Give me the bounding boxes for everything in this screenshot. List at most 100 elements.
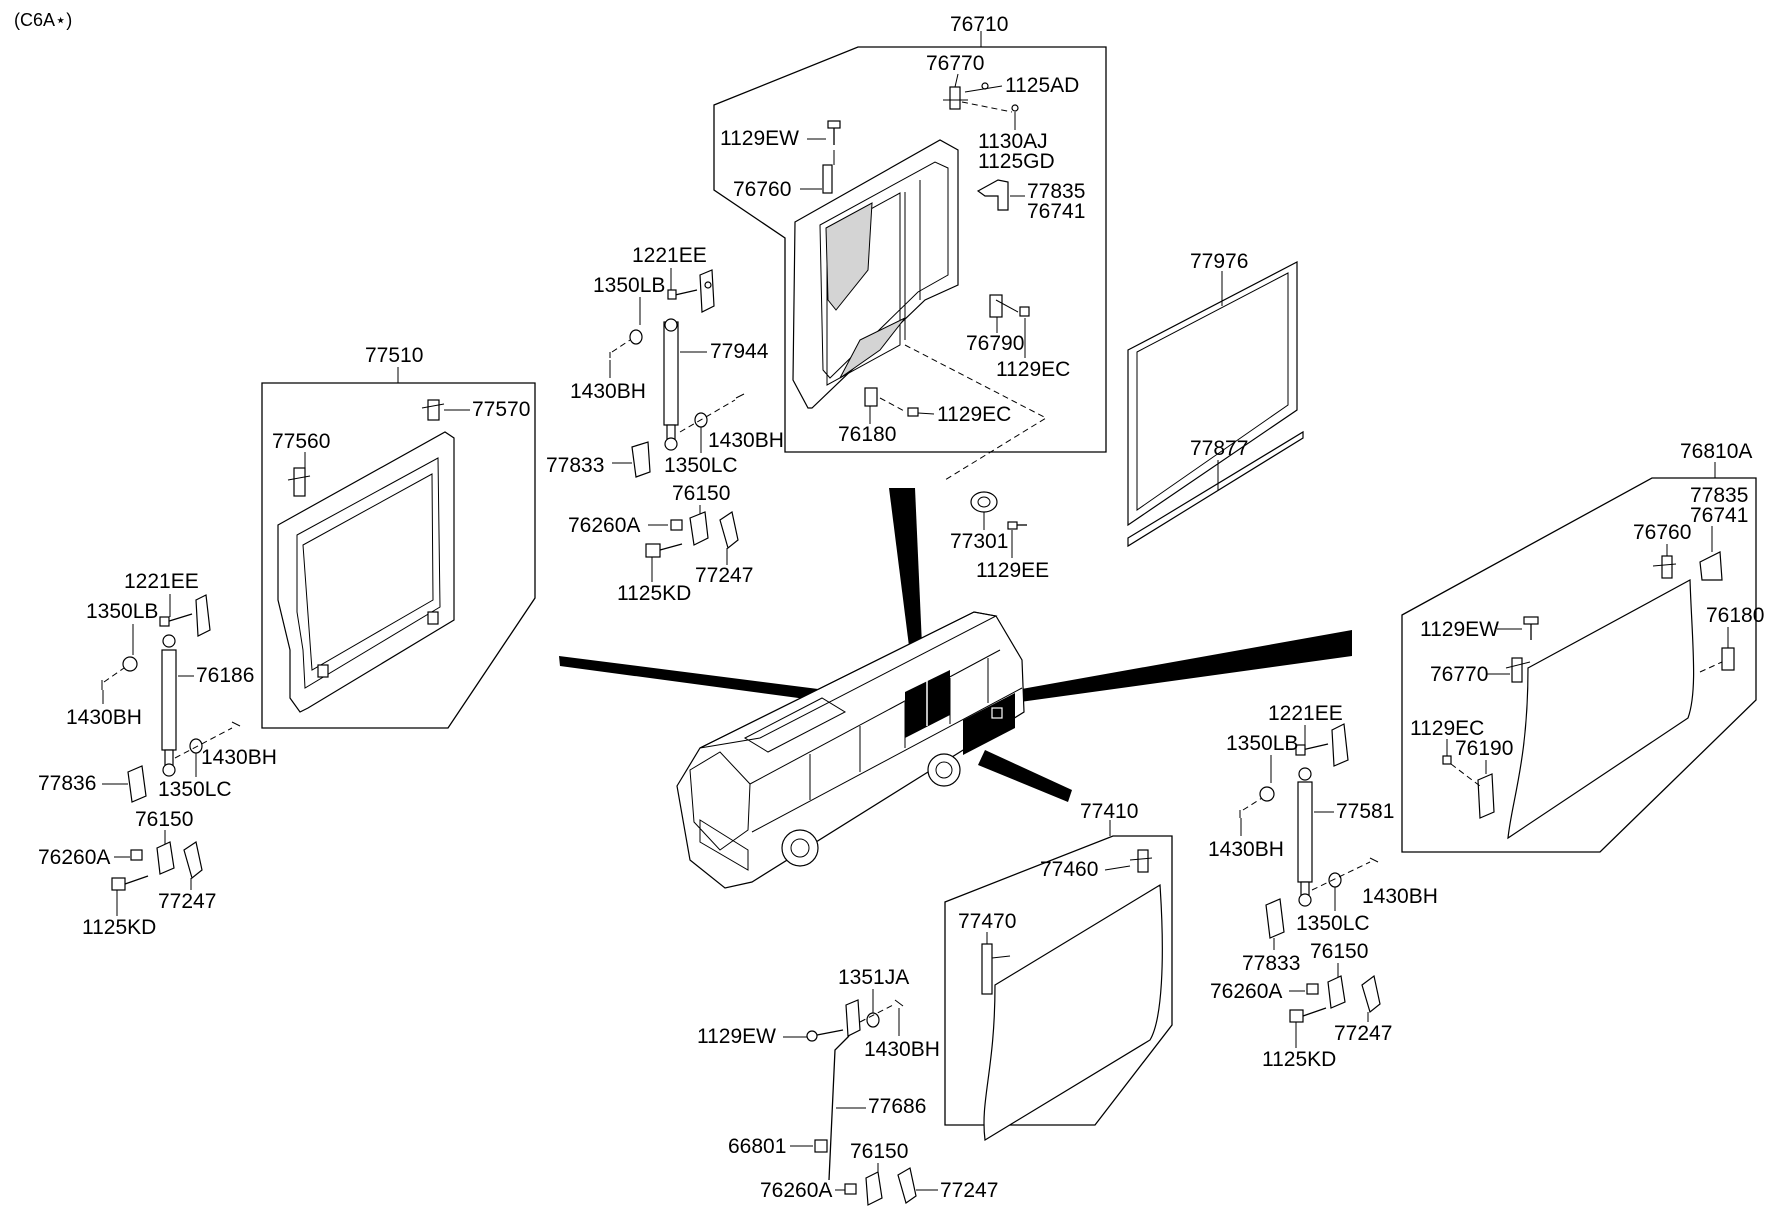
label-1129EC-right: 1129EC bbox=[1410, 717, 1484, 740]
label-76180-right: 76180 bbox=[1706, 604, 1764, 627]
group-left-frame: 77510 77570 77560 bbox=[261, 344, 536, 729]
bolt-1129EW-low bbox=[806, 1029, 844, 1042]
label-77833-mid: 77833 bbox=[546, 454, 604, 477]
label-77247-right: 77247 bbox=[1334, 1022, 1392, 1045]
group-lower-panel: 77410 77460 77470 bbox=[944, 800, 1173, 1141]
group-gas-strut-right: 1221EE 1350LB 1430BH 77581 1430BH 1350LC… bbox=[1208, 702, 1438, 1071]
label-77835-right: 77835 bbox=[1690, 484, 1748, 507]
label-76710: 76710 bbox=[950, 13, 1008, 36]
label-76760-right: 76760 bbox=[1633, 521, 1691, 544]
label-1130AJ: 1130AJ bbox=[978, 130, 1048, 153]
label-76741-right: 76741 bbox=[1690, 504, 1748, 527]
bolt-1221EE-right bbox=[1295, 743, 1329, 756]
label-1430BH-right2: 1430BH bbox=[1362, 885, 1438, 908]
label-1129EW-low: 1129EW bbox=[697, 1025, 776, 1048]
label-76150-left: 76150 bbox=[135, 808, 193, 831]
label-76760-top: 76760 bbox=[733, 178, 791, 201]
group-support-rod: 1129EW 1351JA 1430BH 77686 66801 76150 7… bbox=[697, 966, 998, 1206]
plate-77247-mid bbox=[719, 511, 739, 550]
label-1350LB-left: 1350LB bbox=[86, 600, 158, 623]
label-77836: 77836 bbox=[38, 772, 96, 795]
label-77570: 77570 bbox=[472, 398, 530, 421]
lower-bracket-mid bbox=[631, 441, 651, 478]
label-77510: 77510 bbox=[365, 344, 423, 367]
label-1221EE-right: 1221EE bbox=[1268, 702, 1343, 725]
bumper-76260A-mid bbox=[670, 519, 683, 531]
bumper-76260A-left bbox=[130, 849, 143, 861]
gas-strut-77944 bbox=[663, 318, 679, 451]
upper-bracket-left bbox=[195, 594, 211, 637]
panel-76810A bbox=[1507, 579, 1695, 840]
label-1350LB-mid: 1350LB bbox=[593, 274, 665, 297]
label-1351JA: 1351JA bbox=[838, 966, 909, 989]
bracket-76770-right bbox=[1505, 657, 1531, 683]
label-1125AD: 1125AD bbox=[1005, 74, 1079, 97]
label-1221EE-mid: 1221EE bbox=[632, 244, 707, 267]
header-code: (C6A⋆) bbox=[14, 10, 72, 30]
label-76190: 76190 bbox=[1455, 737, 1513, 760]
label-1129EW-right: 1129EW bbox=[1420, 618, 1499, 641]
bracket-77460 bbox=[1129, 849, 1153, 873]
clip-66801 bbox=[814, 1139, 828, 1153]
plate-77247-low bbox=[897, 1167, 917, 1204]
striker-76150-low bbox=[865, 1171, 883, 1206]
plate-77247-right bbox=[1361, 974, 1381, 1014]
label-1430BH-right1: 1430BH bbox=[1208, 838, 1284, 861]
upper-bracket-mid bbox=[699, 269, 715, 313]
label-77460: 77460 bbox=[1040, 858, 1098, 881]
label-1430BH-mid2: 1430BH bbox=[708, 429, 784, 452]
label-77470: 77470 bbox=[958, 910, 1016, 933]
label-1350LC-mid: 1350LC bbox=[664, 454, 738, 477]
striker-76150-right bbox=[1327, 975, 1346, 1009]
lower-bracket-left bbox=[127, 765, 147, 803]
striker-76150-mid bbox=[689, 511, 709, 546]
window-frame-77510 bbox=[277, 431, 455, 713]
latch-76790 bbox=[989, 294, 1030, 318]
label-77301: 77301 bbox=[950, 530, 1008, 553]
label-77835-top: 77835 bbox=[1027, 180, 1085, 203]
gas-strut-77581 bbox=[1297, 767, 1313, 907]
latch-76180-right bbox=[1699, 647, 1735, 673]
gas-strut-76186 bbox=[161, 634, 177, 777]
label-76770-top: 76770 bbox=[926, 52, 984, 75]
label-1125GD: 1125GD bbox=[978, 150, 1055, 173]
label-77560: 77560 bbox=[272, 430, 330, 453]
label-1129EC-b: 1129EC bbox=[937, 403, 1011, 426]
label-1350LC-left: 1350LC bbox=[158, 778, 232, 801]
hatch-panel bbox=[792, 139, 959, 409]
label-77833-right: 77833 bbox=[1242, 952, 1300, 975]
label-1125KD-right: 1125KD bbox=[1262, 1048, 1336, 1071]
label-1125KD-left: 1125KD bbox=[82, 916, 156, 939]
label-77247-left: 77247 bbox=[158, 890, 216, 913]
panel-77410 bbox=[983, 883, 1163, 1141]
label-76260A-left: 76260A bbox=[38, 846, 110, 869]
latch-76190 bbox=[1477, 773, 1495, 819]
label-76260A-low: 76260A bbox=[760, 1179, 832, 1202]
bolt-1221EE-mid bbox=[667, 289, 698, 300]
label-1129EE: 1129EE bbox=[976, 559, 1049, 582]
label-76260A-mid: 76260A bbox=[568, 514, 640, 537]
bumper-76260A-low bbox=[844, 1183, 857, 1195]
weatherstrip-77976 bbox=[1127, 261, 1298, 527]
label-77976: 77976 bbox=[1190, 250, 1248, 273]
label-1430BH-low: 1430BH bbox=[864, 1038, 940, 1061]
label-1430BH-left2: 1430BH bbox=[201, 746, 277, 769]
label-77581: 77581 bbox=[1336, 800, 1394, 823]
bolt-1129EW-top bbox=[822, 120, 841, 194]
label-1125KD-mid: 1125KD bbox=[617, 582, 691, 605]
bolt-1125KD-right bbox=[1289, 1007, 1327, 1023]
bolt-1125KD-mid bbox=[645, 543, 683, 558]
bolt-1129EW-right bbox=[1523, 616, 1539, 640]
group-gas-strut-left: 1221EE 1350LB 1430BH 76186 1430BH 1350LC… bbox=[38, 570, 277, 939]
label-76150-right: 76150 bbox=[1310, 940, 1368, 963]
label-76150-mid: 76150 bbox=[672, 482, 730, 505]
rod-bracket bbox=[845, 999, 861, 1037]
support-rod-77686 bbox=[828, 1035, 850, 1181]
label-76790: 76790 bbox=[966, 332, 1024, 355]
label-76186: 76186 bbox=[196, 664, 254, 687]
bracket-77570 bbox=[421, 399, 445, 421]
screw-1129EE bbox=[1007, 521, 1027, 530]
label-76260A-right: 76260A bbox=[1210, 980, 1282, 1003]
group-right-panel: 76810A 77835 76741 76760 76180 1129EW bbox=[1401, 440, 1764, 853]
bracket-77835-right bbox=[1699, 551, 1723, 581]
